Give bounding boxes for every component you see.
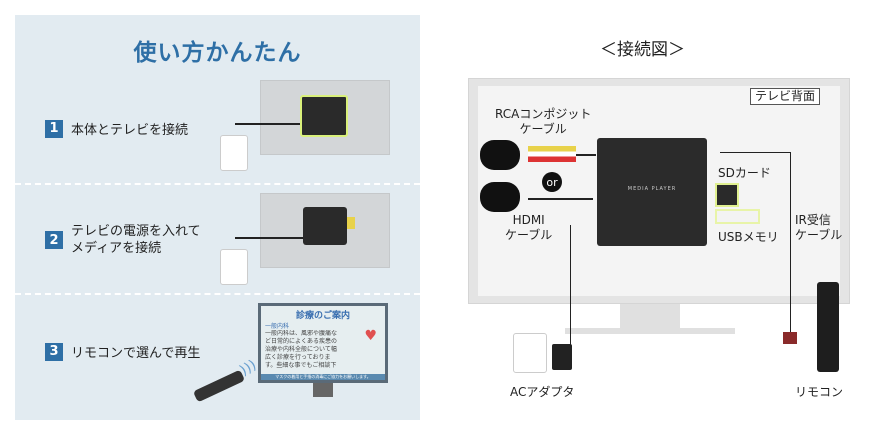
sd-label: SDカード xyxy=(718,166,771,180)
or-badge: or xyxy=(542,172,562,192)
media-player-illustration xyxy=(303,207,347,245)
step-label: 本体とテレビを接続 xyxy=(71,123,189,138)
step-1: 1 本体とテレビを接続 xyxy=(45,119,188,138)
tv-back-label: テレビ背面 xyxy=(750,88,821,105)
step-label: リモコンで選んで再生 xyxy=(71,346,201,361)
tv-screen: 診療のご案内 一般内科 一般内科は、風邪や腹痛など日常的によくある疾患の治療や内… xyxy=(258,303,388,383)
remote-control-icon xyxy=(817,282,839,372)
step-2: 2 テレビの電源を入れて メディアを接続 xyxy=(45,223,201,257)
divider xyxy=(15,183,420,185)
ir-label: IR受信 ケーブル xyxy=(795,213,843,242)
screen-body: 一般内科は、風邪や腹痛など日常的によくある疾患の治療や内科全般について幅広く診療… xyxy=(265,330,338,369)
tv-stand xyxy=(620,304,680,330)
device-label: MEDIA PLAYER xyxy=(627,186,677,192)
outlet-icon xyxy=(220,135,248,171)
step-3: 3 リモコンで選んで再生 xyxy=(45,342,200,361)
hdmi-label: HDMI ケーブル xyxy=(505,213,553,242)
usage-title: 使い方かんたん xyxy=(133,40,302,66)
step-label: テレビの電源を入れて メディアを接続 xyxy=(71,224,201,256)
step-number: 1 xyxy=(45,119,63,138)
screen-heading: 一般内科 xyxy=(265,323,290,330)
cable xyxy=(235,237,303,239)
rca-connector-icon xyxy=(480,140,520,170)
outlet-icon xyxy=(513,333,547,373)
ac-adapter-icon xyxy=(552,344,572,370)
rca-plugs xyxy=(528,146,576,162)
screen-title: 診療のご案内 xyxy=(295,311,350,321)
remote-illustration xyxy=(192,369,246,403)
sd-card-icon xyxy=(347,217,355,229)
media-player-illustration xyxy=(300,95,348,137)
ir-cable xyxy=(790,152,791,332)
hdmi-connector-icon xyxy=(480,182,520,212)
remote-label: リモコン xyxy=(795,385,844,399)
step-number: 2 xyxy=(45,231,63,249)
ac-cable xyxy=(570,225,571,345)
ir-cable xyxy=(720,152,790,153)
usage-panel: 使い方かんたん 1 本体とテレビを接続 2 テレビの電源を入れて メディアを接続… xyxy=(15,15,420,420)
heart-icon: ♥ xyxy=(364,328,377,344)
outlet-icon xyxy=(220,249,248,285)
step-number: 3 xyxy=(45,342,63,361)
ac-label: ACアダプタ xyxy=(510,385,575,399)
tv-stand xyxy=(313,383,333,397)
cable xyxy=(235,123,300,125)
hdmi-cable xyxy=(528,198,593,200)
media-player-device: MEDIA PLAYER xyxy=(597,138,707,246)
screen-footer: マスクの着用と手指の消毒にご協力をお願いします。 xyxy=(261,374,385,380)
usb-label: USBメモリ xyxy=(718,230,779,244)
usb-memory-icon xyxy=(715,209,760,224)
divider xyxy=(15,293,420,295)
ir-receiver-icon xyxy=(783,332,797,344)
connection-title: ＜接続図＞ xyxy=(600,40,685,60)
sd-card-icon xyxy=(715,183,739,207)
rca-label: RCAコンポジット ケーブル xyxy=(495,107,592,136)
tv-stand-base xyxy=(565,328,735,334)
cable xyxy=(576,154,596,156)
